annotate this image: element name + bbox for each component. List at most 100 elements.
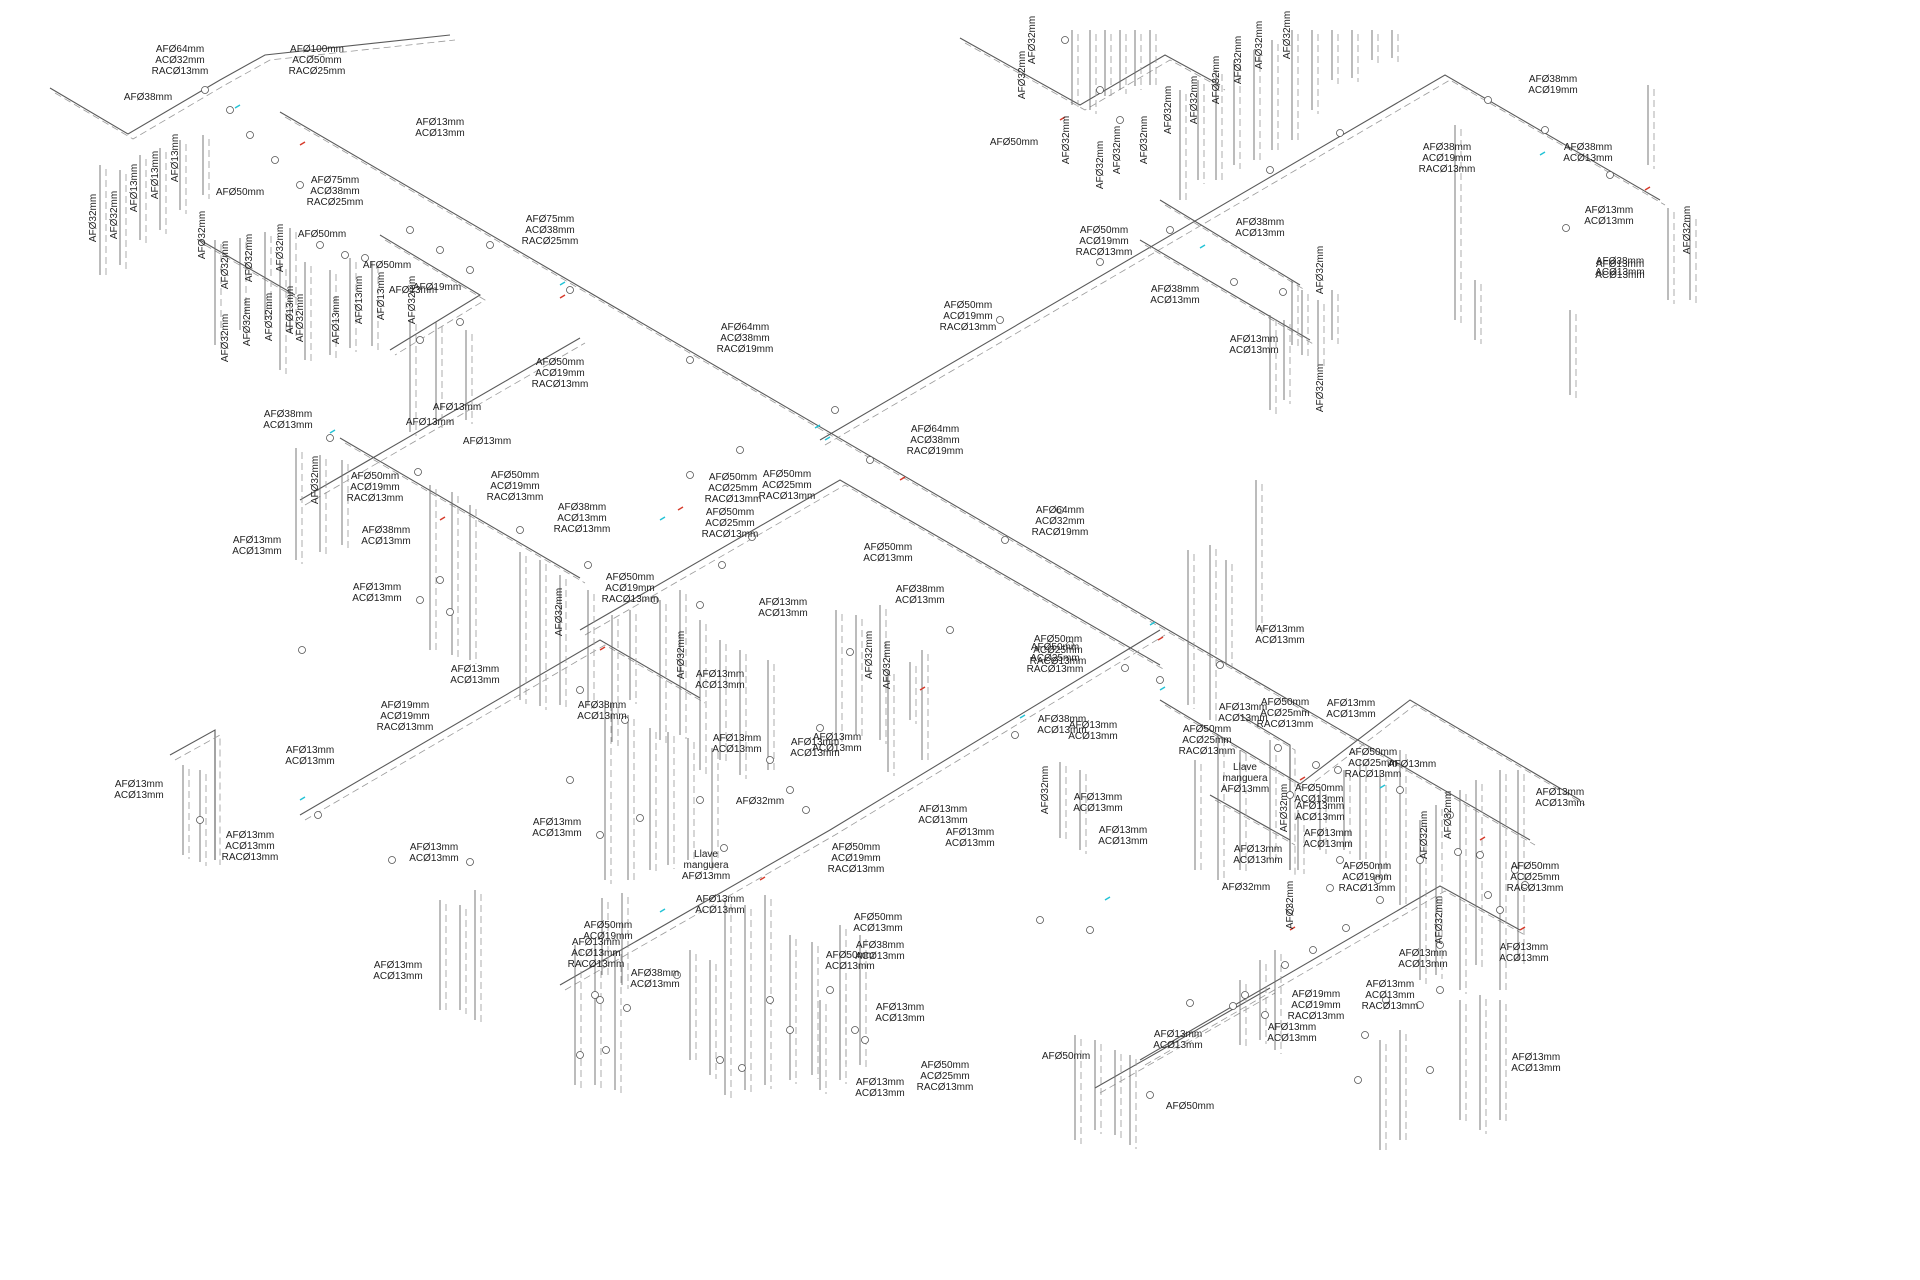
pipe-run bbox=[299, 639, 701, 816]
riser-size-label: AFØ13mm bbox=[285, 286, 296, 334]
label-line: AFØ32mm bbox=[1222, 882, 1270, 893]
label-line: ACØ13mm bbox=[409, 853, 458, 864]
pipe-fitting bbox=[314, 811, 322, 819]
pipe-fitting bbox=[1274, 744, 1282, 752]
fitting-marker bbox=[599, 646, 606, 651]
label-line: AFØ64mm bbox=[156, 44, 204, 55]
label-line: ACØ13mm bbox=[1229, 345, 1278, 356]
label-line: AFØ50mm bbox=[536, 357, 584, 368]
riser-size-label: AFØ32mm bbox=[1017, 51, 1028, 99]
fitting-marker bbox=[659, 516, 666, 521]
label-line: AFØ100mm bbox=[290, 44, 344, 55]
label-line: AFØ13mm bbox=[1219, 702, 1267, 713]
label-line: ACØ19mm bbox=[1422, 153, 1471, 164]
label-line: ACØ13mm bbox=[895, 595, 944, 606]
pipe-fitting bbox=[1446, 811, 1454, 819]
fitting-marker bbox=[1149, 621, 1156, 626]
label-line: RACØ13mm bbox=[917, 1082, 974, 1093]
pipe-size-label: AFØ50mm bbox=[990, 137, 1038, 148]
pipe-fitting bbox=[1011, 731, 1019, 739]
pipe-size-label: AFØ32mm bbox=[1222, 882, 1270, 893]
label-line: AFØ64mm bbox=[1036, 505, 1084, 516]
fitting-marker bbox=[1299, 776, 1306, 781]
pipe-run-return bbox=[284, 116, 1536, 846]
label-line: AFØ50mm bbox=[363, 260, 411, 271]
fitting-marker bbox=[824, 436, 831, 441]
label-line: AFØ50mm bbox=[944, 300, 992, 311]
pipe-fitting bbox=[1562, 224, 1570, 232]
pipe-run bbox=[559, 629, 1161, 986]
pipe-fitting bbox=[406, 226, 414, 234]
label-line: AFØ13mm bbox=[759, 597, 807, 608]
label-line: RACØ25mm bbox=[522, 236, 579, 247]
pipe-fitting bbox=[696, 601, 704, 609]
label-line: AFØ38mm bbox=[558, 502, 606, 513]
label-line: ACØ13mm bbox=[1398, 959, 1447, 970]
label-line: ACØ13mm bbox=[232, 546, 281, 557]
pipe-size-label: AFØ50mm bbox=[1042, 1051, 1090, 1062]
pipe-fitting bbox=[1334, 766, 1342, 774]
label-line: ACØ13mm bbox=[1267, 1033, 1316, 1044]
label-line: ACØ13mm bbox=[853, 923, 902, 934]
pipe-fitting bbox=[716, 1056, 724, 1064]
label-line: AFØ50mm bbox=[298, 229, 346, 240]
pipe-fitting bbox=[341, 251, 349, 259]
label-line: ACØ38mm bbox=[525, 225, 574, 236]
label-line: ACØ13mm bbox=[1068, 731, 1117, 742]
pipe-fitting bbox=[673, 971, 681, 979]
fitting-marker bbox=[559, 294, 566, 299]
label-line: ACØ19mm bbox=[535, 368, 584, 379]
label-line: AFØ13mm bbox=[1296, 801, 1344, 812]
pipe-fitting bbox=[1416, 856, 1424, 864]
label-line: RACØ13mm bbox=[1179, 746, 1236, 757]
pipe-fitting bbox=[201, 86, 209, 94]
label-line: AFØ50mm bbox=[216, 187, 264, 198]
pipe-run-return bbox=[1244, 719, 1296, 875]
label-line: ACØ13mm bbox=[361, 536, 410, 547]
label-line: manguera bbox=[1222, 773, 1267, 784]
riser-size-label: AFØ32mm bbox=[1233, 36, 1244, 84]
pipe-run bbox=[1159, 199, 1301, 286]
pipe-fitting bbox=[1266, 166, 1274, 174]
pipe-fitting bbox=[1156, 676, 1164, 684]
label-line: AFØ38mm bbox=[1529, 74, 1577, 85]
label-line: ACØ13mm bbox=[285, 756, 334, 767]
pipe-fitting bbox=[388, 856, 396, 864]
label-line: AFØ19mm bbox=[381, 700, 429, 711]
label-line: AFØ50mm bbox=[826, 950, 874, 961]
label-line: ACØ13mm bbox=[1365, 990, 1414, 1001]
pipe-fitting bbox=[946, 626, 954, 634]
pipe-fitting bbox=[414, 468, 422, 476]
label-line: AFØ50mm bbox=[921, 1060, 969, 1071]
label-line: AFØ13mm bbox=[374, 960, 422, 971]
label-line: RACØ13mm bbox=[1257, 719, 1314, 730]
pipe-run-return bbox=[964, 42, 1226, 111]
pipe-fitting bbox=[802, 806, 810, 814]
pipe-run bbox=[379, 234, 482, 351]
pipe-fitting bbox=[591, 991, 599, 999]
label-line: ACØ13mm bbox=[1098, 836, 1147, 847]
label-line: AFØ13mm bbox=[1512, 1052, 1560, 1063]
label-line: RACØ13mm bbox=[568, 959, 625, 970]
pipe-run bbox=[1209, 794, 1291, 841]
pipe-run bbox=[1139, 239, 1311, 341]
